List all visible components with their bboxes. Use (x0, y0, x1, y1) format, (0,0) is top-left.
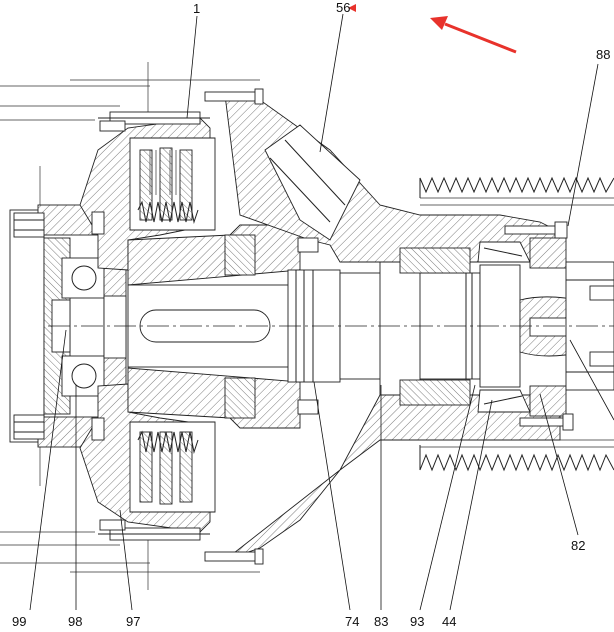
taper-bearings (477, 237, 567, 417)
left-end-plate (9, 204, 99, 448)
callout-44: 44 (442, 614, 456, 629)
frame-lines (0, 62, 260, 590)
callout-56: 56 (336, 0, 350, 15)
callout-74: 74 (345, 614, 359, 629)
right-end-cap (519, 261, 614, 391)
callout-93: 93 (410, 614, 424, 629)
pulley-top (419, 176, 614, 206)
central-hub (127, 224, 301, 429)
clutch-housing-lower (79, 383, 216, 541)
callout-97: 97 (126, 614, 140, 629)
bolts (91, 88, 574, 565)
callout-82: 82 (571, 538, 585, 553)
pulley-bottom (419, 439, 614, 472)
callout-99: 99 (12, 614, 26, 629)
leader-lines (29, 13, 614, 611)
callout-98: 98 (68, 614, 82, 629)
callout-labels: 1 56 88 82 99 98 97 74 83 93 44 (12, 0, 610, 629)
red-arrow (348, 4, 517, 54)
callout-83: 83 (374, 614, 388, 629)
left-bearings (61, 257, 127, 397)
clutch-housing-upper (79, 111, 216, 271)
callout-88: 88 (596, 47, 610, 62)
callout-1: 1 (193, 1, 200, 16)
